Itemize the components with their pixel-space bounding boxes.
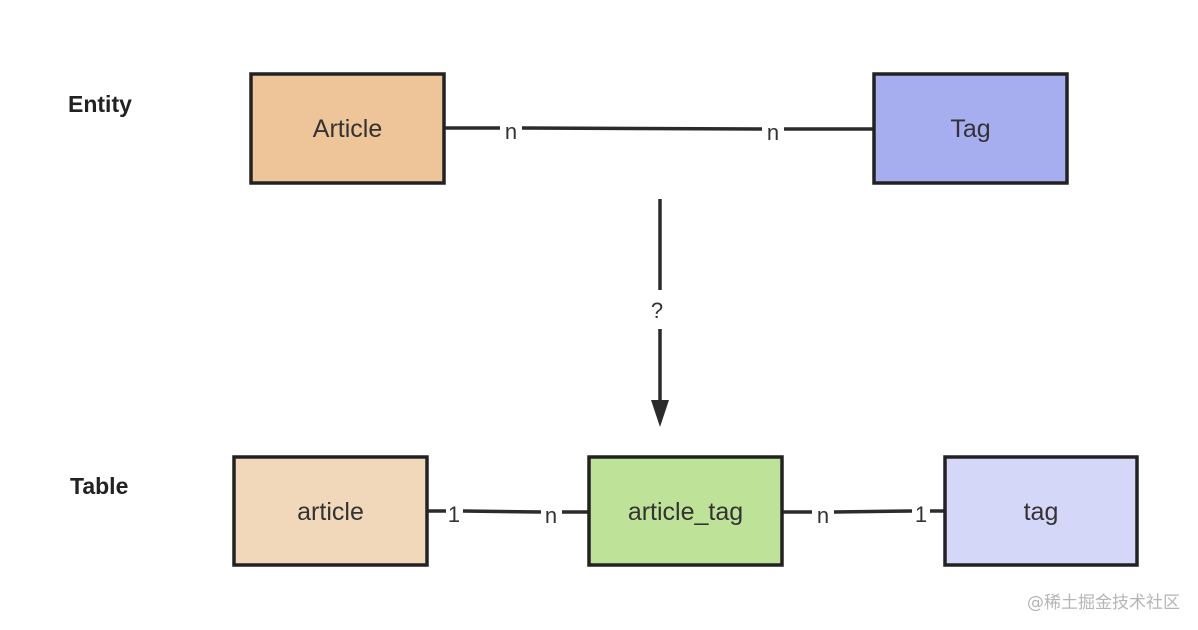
table-tag-box <box>943 455 1139 567</box>
join-tag-right-cardinality: 1 <box>915 502 927 527</box>
entity-article-label: Article <box>313 115 382 143</box>
join-tag-left-cardinality: n <box>817 503 829 528</box>
entity-link-right-cardinality: n <box>767 120 779 145</box>
watermark-text: @稀土掘金技术社区 <box>1027 593 1180 613</box>
entity-row-label: Entity <box>68 91 132 117</box>
article-join-left-cardinality: 1 <box>448 502 460 527</box>
table-row-label: Table <box>70 473 128 499</box>
entity-tag-label: Tag <box>950 115 990 143</box>
transform-arrow-head <box>651 400 669 427</box>
table-article-tag-label: article_tag <box>628 498 743 526</box>
article-join-segment-b <box>462 509 542 514</box>
table-tag[interactable]: tag <box>943 455 1139 567</box>
entity-link-left-cardinality: n <box>505 119 517 144</box>
transform-question-mark: ? <box>651 298 663 323</box>
join-tag-segment-b <box>833 509 913 514</box>
table-article-tag[interactable]: article_tag <box>587 455 784 567</box>
table-article[interactable]: article <box>232 455 429 567</box>
article-join-right-cardinality: n <box>545 503 557 528</box>
entity-article-box <box>249 72 446 185</box>
table-tag-label: tag <box>1024 498 1059 526</box>
entity-tag[interactable]: Tag <box>872 72 1069 185</box>
entity-link-segment-middle <box>521 126 763 131</box>
entity-tag-box <box>872 72 1069 185</box>
table-article-label: article <box>297 498 364 526</box>
table-article-box <box>232 455 429 567</box>
entity-article[interactable]: Article <box>249 72 446 185</box>
table-article-tag-box <box>587 455 784 567</box>
